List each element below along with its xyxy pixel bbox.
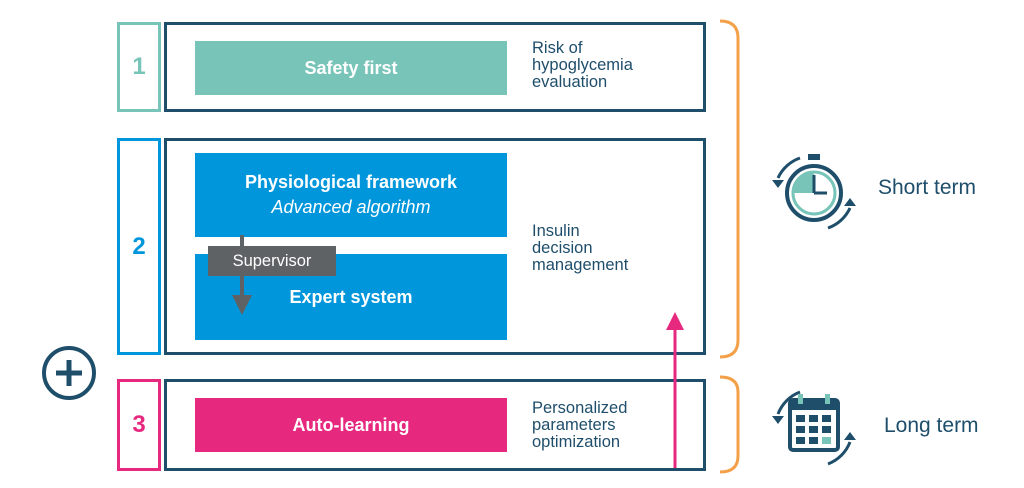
row-2-desc-line: management xyxy=(532,256,629,274)
short-term-label: Short term xyxy=(878,176,977,199)
physiological-framework-title: Physiological framework xyxy=(244,172,458,192)
short-term-brace xyxy=(719,19,740,359)
row-3-description: Personalized parameters optimization xyxy=(532,400,627,451)
calendar-cycle-icon xyxy=(772,390,856,466)
row-1-description: Risk of hypoglycemia evaluation xyxy=(532,40,633,91)
auto-learning-label: Auto-learning xyxy=(292,414,410,435)
expert-system-label: Expert system xyxy=(289,286,413,307)
row-2-number: 2 xyxy=(117,138,161,355)
advanced-algorithm-subtitle: Advanced algorithm xyxy=(271,197,431,217)
long-term-brace xyxy=(719,375,740,474)
auto-learning-bar: Auto-learning xyxy=(195,398,507,452)
safety-first-label: Safety first xyxy=(304,57,398,78)
row-2-desc-line: decision xyxy=(532,239,593,257)
safety-first-bar: Safety first xyxy=(195,41,507,95)
row-3-desc-line: parameters xyxy=(532,416,616,434)
row-2-desc-line: Insulin xyxy=(532,222,580,240)
supervisor-label: Supervisor xyxy=(208,246,336,276)
stopwatch-cycle-icon xyxy=(772,154,856,230)
long-term-label: Long term xyxy=(884,414,979,437)
feedback-arrow xyxy=(666,312,684,468)
physiological-framework-bar: Physiological framework Advanced algorit… xyxy=(195,153,507,237)
row-2-description: Insulin decision management xyxy=(532,223,628,274)
row-3-number: 3 xyxy=(117,379,161,471)
row-1-desc-line: Risk of xyxy=(532,39,583,57)
row-1-desc-line: hypoglycemia xyxy=(532,56,633,74)
row-3-desc-line: Personalized xyxy=(532,399,628,417)
row-3-desc-line: optimization xyxy=(532,433,621,451)
plus-circle-icon xyxy=(42,346,96,400)
row-1-desc-line: evaluation xyxy=(532,73,608,91)
row-1-number: 1 xyxy=(117,22,161,112)
